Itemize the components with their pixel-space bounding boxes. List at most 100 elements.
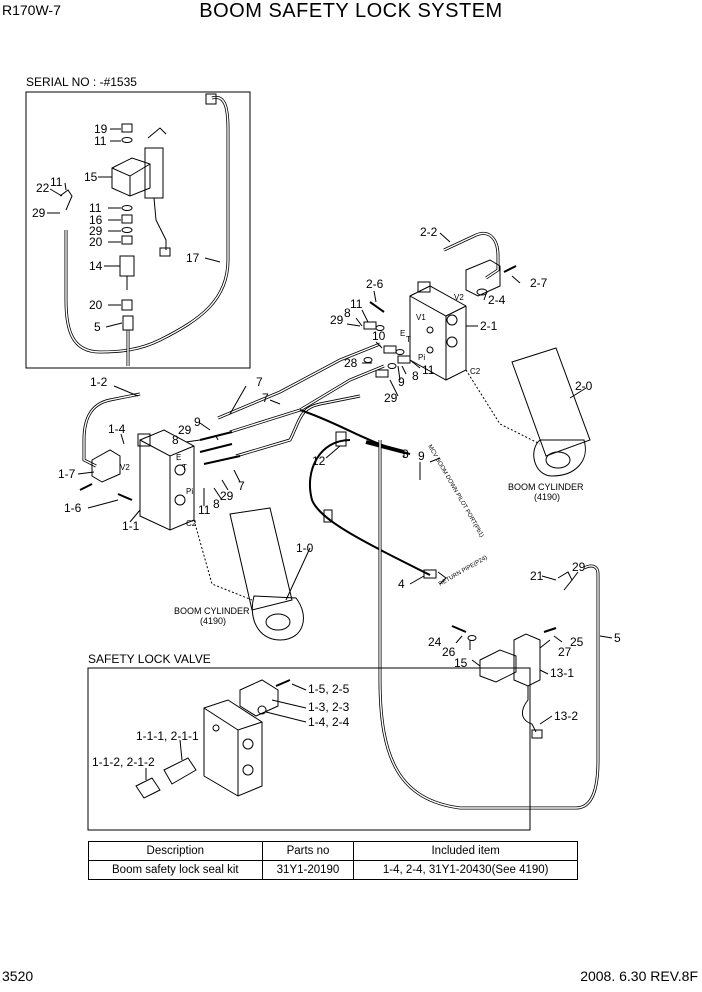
callout-29: 29 [32,206,46,220]
valve-body [144,147,164,199]
parts-table: Description Parts no Included item Boom … [88,841,578,880]
hoses-7 [199,342,385,465]
callout-9: 9 [398,375,405,389]
callout-29: 29 [384,391,398,405]
page-number: 3520 [2,968,34,984]
callout-5: 5 [614,631,621,645]
callout-9: 9 [194,415,201,429]
leaders-main [77,232,613,725]
flange-2-2 [465,259,501,297]
revision-date: 2008. 6.30 REV.8F [580,968,698,984]
plug-19 [121,123,133,133]
callout-27: 27 [558,645,572,659]
callout-1-2: 1-2 [90,375,108,389]
clamp-12 [335,431,347,447]
callout-11: 11 [350,297,363,311]
bolt-2-7 [503,265,517,273]
callout-13-2: 13-2 [554,709,578,723]
cartridge-1-1-1 [163,757,197,785]
valve-13-1 [513,633,541,687]
boom-cylinder-left [229,507,293,611]
boom-cylinder-right [511,347,591,457]
leaders-valve-inset [145,683,307,780]
callout-2-7: 2-7 [530,276,548,290]
callout-9: 9 [418,449,425,463]
callout-3: 3 [402,447,409,461]
callout-11: 11 [422,363,435,377]
callout-1-3-2-3: 1-3, 2-3 [308,700,350,714]
port-e: E [176,453,181,462]
table-cell: Boom safety lock seal kit [88,860,263,880]
callout-16: 16 [89,213,103,227]
callout-29: 29 [178,423,192,437]
callout-8: 8 [213,497,220,511]
column-header: Description [88,841,263,861]
callout-7: 7 [256,375,263,389]
callout-1-5-2-5: 1-5, 2-5 [308,682,350,696]
note-mcv-port: MCV BOOM DOWN PILOT PORT(Pb1) [426,444,484,539]
callout-1-0: 1-0 [296,541,314,555]
callout-28: 28 [344,356,358,370]
hose-5-loop [378,440,600,810]
callout-7: 7 [238,479,245,493]
table-cell: 31Y1-20190 [261,860,355,880]
table-header-row: Description Parts no Included item [88,841,578,861]
callout-5: 5 [94,320,101,334]
callout-29: 29 [220,489,234,503]
port-pi: Pi [186,487,193,496]
plug-1-1-2 [135,777,161,799]
block-15b [479,649,517,683]
callout-11: 11 [94,134,107,148]
callout-15: 15 [454,656,468,670]
port-t: T [182,463,187,472]
pipe-2-2 [443,232,500,280]
port-c2: C2 [186,519,197,528]
callout-11: 11 [198,503,211,517]
callout-2-6: 2-6 [366,277,384,291]
callout-8: 8 [344,306,351,320]
page-title: BOOM SAFETY LOCK SYSTEM [199,0,503,22]
block-15 [111,157,151,197]
port-v2: V2 [120,463,130,472]
column-header: Parts no [261,841,355,861]
callout-17: 17 [186,251,200,265]
callout-1-7: 1-7 [58,467,76,481]
callout-14: 14 [89,259,103,273]
callout-1-1-2-2-1-2: 1-1-2, 2-1-2 [92,755,155,769]
port-c2: C2 [470,367,481,376]
safety-valve-body [203,699,263,797]
callout-24: 24 [428,635,442,649]
callout-1-6: 1-6 [64,501,82,515]
callout-1-4: 1-4 [108,422,126,436]
hose-4 [309,439,431,576]
callout-26: 26 [442,645,456,659]
callout-25: 25 [570,635,584,649]
hose-17-fitting [205,93,217,105]
callout-13-1: 13-1 [550,666,574,680]
callout-1-1-1-2-1-1: 1-1-1, 2-1-1 [136,729,199,743]
oring-11 [121,137,133,143]
callout-11: 11 [50,175,63,189]
callout-2-0: 2-0 [575,379,593,393]
flange-1-2 [91,449,121,483]
table-row: Boom safety lock seal kit 31Y1-20190 1-4… [88,860,578,880]
elbow-21 [557,571,573,591]
callout-29: 29 [330,313,344,327]
solenoid-14 [119,255,135,277]
elbow-22 [59,189,73,211]
bolt-2-6 [369,301,385,313]
column-header: Included item [353,841,578,861]
callout-2-4: 2-4 [488,293,506,307]
note-return-pipe: RETURN PIPE(P24) [438,555,489,588]
callout-1-4-2-4: 1-4, 2-4 [308,715,350,729]
callout-4: 4 [398,577,405,591]
callout-2-1: 2-1 [480,319,498,333]
callout-8: 8 [172,433,179,447]
arrow-icon [429,457,441,463]
note-cylinder-right: BOOM CYLINDER [508,482,584,492]
callout-29: 29 [572,560,586,574]
callout-21: 21 [530,569,544,583]
callout-15: 15 [84,170,98,184]
serial-inset-frame [25,91,251,369]
